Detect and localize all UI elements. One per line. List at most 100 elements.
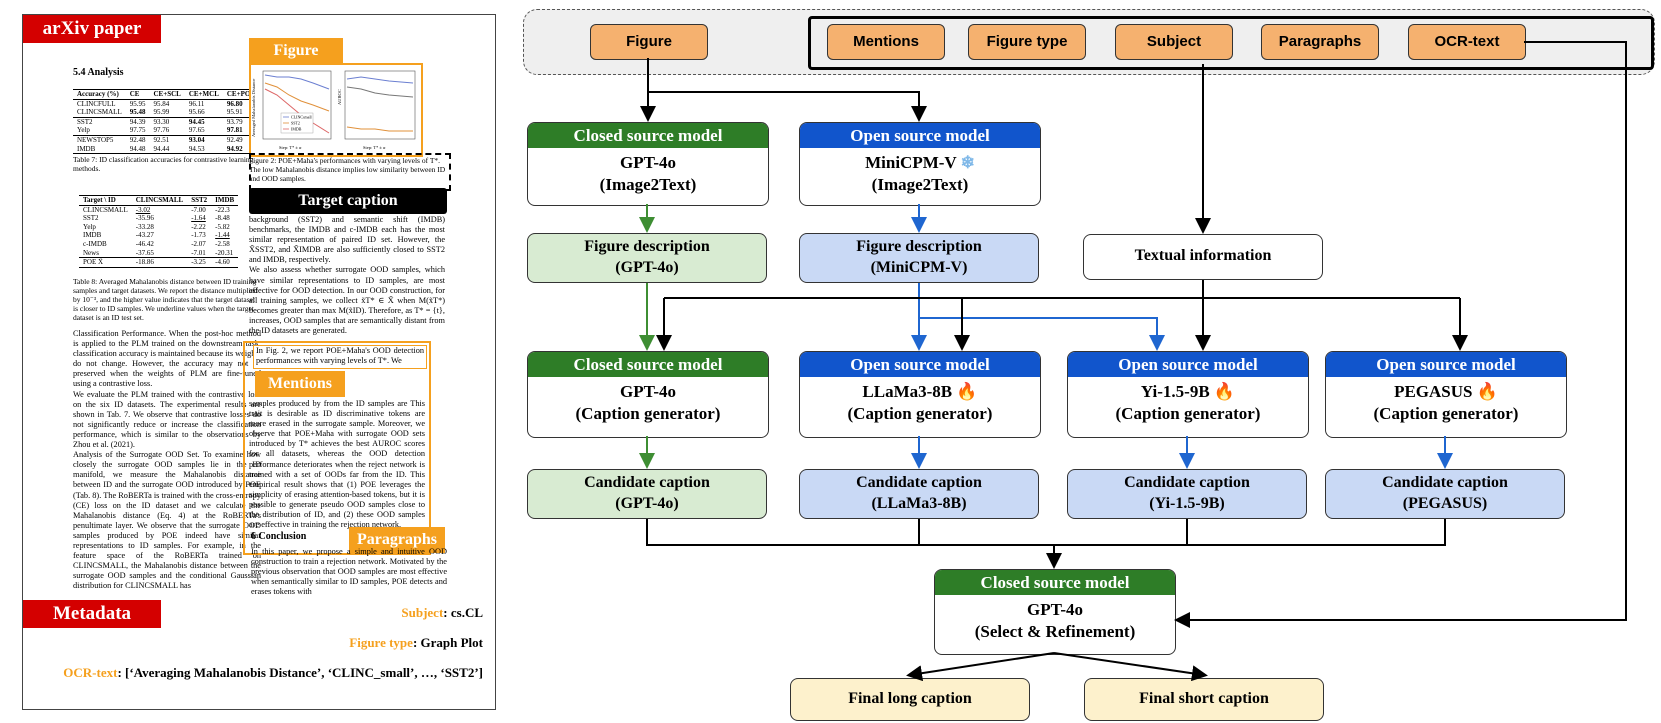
arrow-desc-to-yi: [919, 317, 1165, 351]
model-name: Yi-1.5-9B: [1140, 382, 1210, 401]
paragraphs-tag: Paragraphs: [349, 527, 445, 553]
mention-highlight: In Fig. 2, we report POE+Maha's OOD dete…: [253, 345, 427, 369]
model-gpt4o-image2text: Closed source model GPT-4o(Image2Text): [527, 122, 769, 206]
table-row: c-IMDB-46.42-2.07-2.58: [83, 239, 230, 248]
meta-subject: Subject: cs.CL: [401, 605, 483, 620]
table-header: CE+POE: [222, 89, 259, 100]
plot-y-label-right: AUROC: [337, 89, 342, 105]
model-llama-caption-generator: Open source model LLaMa3-8B 🔥 (Caption ge…: [799, 351, 1041, 438]
model-pegasus-caption-generator: Open source model PEGASUS 🔥(Caption gene…: [1325, 351, 1567, 438]
arxiv-paper-tab: arXiv paper: [23, 15, 161, 43]
arrow-candidates-collector: [646, 519, 1446, 546]
table-header: Accuracy (%): [73, 89, 126, 100]
table-row: IMDB-43.27-1.73-1.44: [83, 231, 230, 240]
model-gpt4o-caption-generator: Closed source model GPT-4o (Caption gener…: [527, 351, 769, 438]
conclusion-title: 6 Conclusion: [251, 531, 307, 542]
input-paragraphs: Paragraphs: [1261, 24, 1379, 60]
metadata-tab: Metadata: [23, 600, 161, 628]
open-source-header: Open source model: [800, 123, 1040, 148]
table-7: Accuracy (%) CE CE+SCL CE+MCL CE+POE CLI…: [73, 89, 259, 155]
model-name: GPT-4o: [619, 382, 677, 401]
model-name: GPT-4o: [1026, 600, 1084, 619]
meta-ocr-text: OCR-text: [‘Averaging Mahalanobis Distan…: [63, 665, 483, 680]
open-source-header: Open source model: [800, 352, 1040, 377]
figure-tag: Figure: [249, 38, 343, 63]
table-row: News-37.65-7.01-20.31: [83, 248, 234, 257]
model-role: (Caption generator): [847, 404, 993, 423]
mentions-tag: Mentions: [255, 371, 345, 397]
table-8: Target \ ID CLINCSMALL SST2 IMDB CLINCSM…: [79, 195, 239, 268]
table-header: SST2: [187, 195, 212, 206]
arrow-ocr-to-final: [1174, 41, 1627, 628]
model-name: LLaMa3-8B: [862, 382, 953, 401]
meta-figure-type: Figure type: Graph Plot: [349, 635, 483, 650]
model-name: PEGASUS: [1394, 382, 1473, 401]
table-row: Yelp-33.28-2.22-5.82: [83, 222, 230, 231]
table-header: CLINCSMALL: [131, 195, 188, 206]
section-title: 5.4 Analysis: [73, 67, 124, 78]
right-subplot: AUROC Step: T* ± α: [337, 70, 416, 150]
candidate-caption-llama: Candidate caption(LLaMa3-8B): [799, 469, 1039, 519]
right-column-text: background (SST2) and semantic shift (IM…: [249, 215, 445, 336]
text-inputs-frame: [808, 16, 1654, 70]
fire-icon: 🔥: [956, 382, 978, 401]
arrow-figure-to-minicpm: [648, 91, 927, 122]
open-source-header: Open source model: [1326, 352, 1566, 377]
arrow-final-to-long: [906, 652, 1055, 682]
arrow-textual-fanout: [664, 280, 1460, 299]
arxiv-paper-panel: arXiv paper 5.4 Analysis Accuracy (%) CE…: [22, 14, 496, 710]
input-figure-type: Figure type: [968, 24, 1086, 60]
plot-x-label: Step: T* ± α: [279, 145, 302, 150]
model-role: (Caption generator): [575, 404, 721, 423]
arrow-final-to-short: [1053, 652, 1208, 682]
plot-y-label: Averaged Mahalanobis Distance: [251, 79, 256, 137]
legend-entry: CLINCsmall: [291, 115, 313, 120]
model-minicpm-image2text: Open source model MiniCPM-V ❄ (Image2Text…: [799, 122, 1041, 206]
input-subject: Subject: [1115, 24, 1233, 60]
model-role: (Image2Text): [871, 175, 969, 194]
open-source-header: Open source model: [1068, 352, 1308, 377]
figure-caption: Figure 2: POE+Maha's performances with v…: [249, 156, 446, 183]
model-role: (Caption generator): [1115, 404, 1261, 423]
left-subplot: Averaged Mahalanobis Distance CLINCsmall…: [251, 70, 332, 150]
table-header: IMDB: [211, 195, 239, 206]
table-header: CE: [125, 89, 150, 100]
input-ocr-text: OCR-text: [1408, 24, 1526, 60]
candidate-caption-pegasus: Candidate caption(PEGASUS): [1325, 469, 1565, 519]
snowflake-icon: ❄: [960, 153, 975, 172]
paragraphs-box: [243, 341, 431, 555]
model-role: (Select & Refinement): [974, 622, 1136, 641]
figure-box: Averaged Mahalanobis Distance CLINCsmall…: [249, 63, 423, 157]
legend-entry: SST2: [291, 121, 300, 126]
figure-description-gpt4o: Figure description(GPT-4o): [527, 233, 767, 283]
input-mentions: Mentions: [827, 24, 945, 60]
model-role: (Caption generator): [1373, 404, 1519, 423]
table-header: Target \ ID: [79, 195, 132, 206]
input-figure: Figure: [590, 24, 708, 60]
table-row: CLINCSMALL-3.02-7.00-22.3: [83, 205, 230, 214]
fire-icon: 🔥: [1213, 382, 1236, 401]
model-gpt4o-select-refinement: Closed source model GPT-4o(Select & Refi…: [934, 569, 1176, 655]
candidate-caption-yi: Candidate caption(Yi-1.5-9B): [1067, 469, 1307, 519]
closed-source-header: Closed source model: [528, 123, 768, 148]
final-long-caption: Final long caption: [790, 678, 1030, 721]
textual-information: Textual information: [1083, 234, 1323, 280]
table-header: CE+SCL: [149, 89, 185, 100]
table-header: CE+MCL: [184, 89, 223, 100]
table-8-caption: Table 8: Averaged Mahalanobis distance b…: [73, 277, 258, 322]
target-caption-tag: Target caption: [249, 188, 447, 214]
conclusion-text: In this paper, we propose a simple and i…: [251, 547, 447, 597]
closed-source-header: Closed source model: [528, 352, 768, 377]
plot-x-label: Step: T* ± α: [363, 145, 386, 150]
model-name: MiniCPM-V: [865, 153, 957, 172]
mentions-context-text: samples produced by from the ID samples …: [249, 399, 425, 530]
table-row: POE X̃-18.86-3.25-4.60: [79, 257, 239, 268]
table-7-caption: Table 7: ID classification accuracies fo…: [73, 155, 254, 173]
candidate-caption-gpt4o: Candidate caption(GPT-4o): [527, 469, 767, 519]
